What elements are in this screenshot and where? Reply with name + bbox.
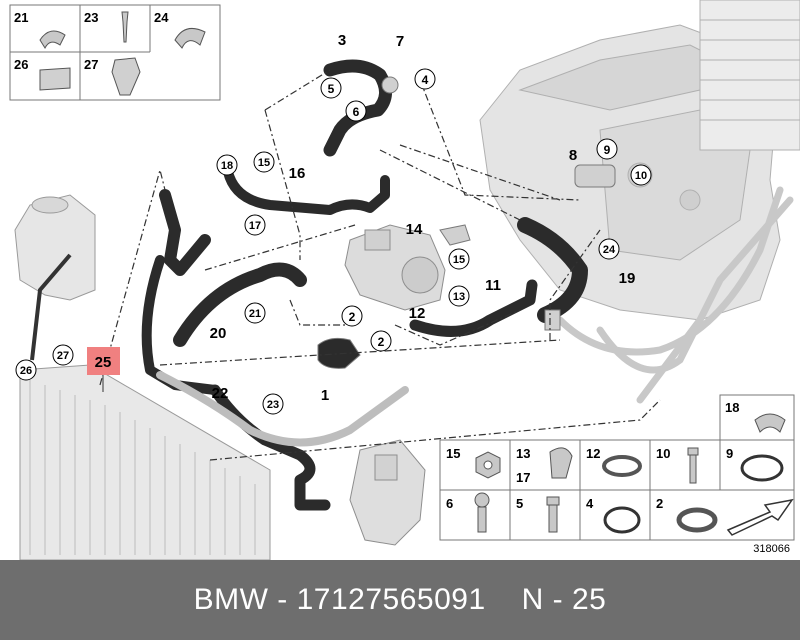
hose-clamp-12-icon xyxy=(602,455,642,477)
table-label-2: 2 xyxy=(656,496,663,511)
inset-top-left: 21 23 24 26 27 xyxy=(9,4,221,101)
label-19: 19 xyxy=(619,270,636,287)
diagram-area: 4 5 6 18 15 17 15 10 9 24 21 13 2 2 27 2… xyxy=(9,0,800,561)
svg-text:17: 17 xyxy=(249,220,261,232)
bolt-10-icon xyxy=(687,447,699,456)
svg-text:15: 15 xyxy=(453,254,465,266)
inset-right-18: 18 xyxy=(719,394,795,441)
svg-text:21: 21 xyxy=(249,308,261,320)
svg-text:5: 5 xyxy=(328,82,335,96)
label-14: 14 xyxy=(406,221,423,238)
label-20: 20 xyxy=(210,325,227,342)
svg-text:24: 24 xyxy=(603,244,616,256)
svg-text:15: 15 xyxy=(258,157,270,169)
label-12: 12 xyxy=(409,305,426,322)
svg-text:9: 9 xyxy=(604,143,611,157)
svg-text:10: 10 xyxy=(635,170,647,182)
callout-18: 18 xyxy=(216,154,238,176)
pin-23-icon xyxy=(121,11,129,43)
svg-text:26: 26 xyxy=(20,365,32,377)
expansion-tank xyxy=(14,194,96,361)
o-ring-4-icon xyxy=(603,506,641,534)
pipe-22 xyxy=(156,371,409,447)
leader-lines xyxy=(99,69,661,461)
table-label-13: 13 xyxy=(516,446,530,461)
label-11: 11 xyxy=(485,277,501,294)
arrow-icon xyxy=(726,498,794,536)
table-label-5: 5 xyxy=(516,496,523,511)
callout-10: 10 xyxy=(630,164,652,186)
inset-label-24: 24 xyxy=(154,10,169,25)
clamp-26-icon xyxy=(39,67,71,91)
inset-label-26: 26 xyxy=(14,57,28,72)
callout-27: 27 xyxy=(52,344,74,366)
label-22: 22 xyxy=(212,385,229,402)
label-1: 1 xyxy=(321,387,329,404)
inset-label-23: 23 xyxy=(84,10,98,25)
metal-pipes xyxy=(556,186,794,404)
diagram-reference: 318066 xyxy=(753,543,790,555)
bolt-6-icon xyxy=(474,492,490,508)
table-label-17: 17 xyxy=(516,470,530,485)
lower-housing xyxy=(349,439,426,546)
highlight-25: 25 xyxy=(87,347,120,392)
callout-5: 5 xyxy=(320,77,342,99)
svg-text:2: 2 xyxy=(349,310,356,324)
table-label-15: 15 xyxy=(446,446,460,461)
svg-text:4: 4 xyxy=(422,73,429,87)
callout-24: 24 xyxy=(598,238,620,260)
footer-bar: BMW - 17127565091 N - 25 xyxy=(0,560,800,640)
table-label-10: 10 xyxy=(656,446,670,461)
label-3: 3 xyxy=(338,32,346,49)
callout-15a: 15 xyxy=(253,151,275,173)
callout-23: 23 xyxy=(262,393,284,415)
callout-6: 6 xyxy=(345,100,367,122)
callout-9: 9 xyxy=(596,138,618,160)
clamp-2-icon xyxy=(676,507,718,533)
svg-text:13: 13 xyxy=(453,291,465,303)
callout-2a: 2 xyxy=(341,305,363,327)
clamp-21-icon xyxy=(39,30,66,50)
table-label-12: 12 xyxy=(586,446,600,461)
svg-text:27: 27 xyxy=(57,350,69,362)
footer-part-number: BMW - 17127565091 xyxy=(193,583,486,616)
callout-4: 4 xyxy=(414,68,436,90)
clamp-13-icon xyxy=(549,447,573,479)
callout-17: 17 xyxy=(244,214,266,236)
pump-housing xyxy=(344,224,446,311)
radiator xyxy=(19,364,271,561)
inset-label-27: 27 xyxy=(84,57,98,72)
cooling-system-diagram: 4 5 6 18 15 17 15 10 9 24 21 13 2 2 27 2… xyxy=(9,0,800,561)
callout-26: 26 xyxy=(15,359,37,381)
inset-label-21: 21 xyxy=(14,10,28,25)
svg-text:2: 2 xyxy=(378,335,385,349)
clip-27-icon xyxy=(111,57,141,96)
svg-text:18: 18 xyxy=(221,160,233,172)
parts-table: 15 13 17 12 10 9 6 5 4 2 xyxy=(439,439,795,541)
table-label-9: 9 xyxy=(726,446,733,461)
svg-text:23: 23 xyxy=(267,399,279,411)
table-label-4: 4 xyxy=(586,496,594,511)
plain-labels: 3 7 16 8 14 19 11 12 20 1 22 xyxy=(210,32,636,404)
callout-13: 13 xyxy=(448,285,470,307)
callout-2b: 2 xyxy=(370,330,392,352)
callout-markers: 4 5 6 18 15 17 15 10 9 24 21 13 2 2 27 2… xyxy=(15,68,652,415)
table-label-6: 6 xyxy=(446,496,453,511)
clamp-18-icon xyxy=(754,413,786,433)
hoses xyxy=(141,59,588,511)
label-16: 16 xyxy=(289,165,306,182)
inset-label-18: 18 xyxy=(725,400,739,415)
label-8: 8 xyxy=(569,147,577,164)
callout-15b: 15 xyxy=(448,248,470,270)
bolt-5-icon xyxy=(546,496,560,506)
svg-text:25: 25 xyxy=(95,354,112,371)
svg-text:6: 6 xyxy=(353,105,360,119)
callout-21: 21 xyxy=(244,302,266,324)
label-7: 7 xyxy=(396,33,404,50)
clamp-24-icon xyxy=(174,27,206,49)
footer-position: N - 25 xyxy=(521,583,607,616)
o-ring-9-icon xyxy=(740,454,784,482)
